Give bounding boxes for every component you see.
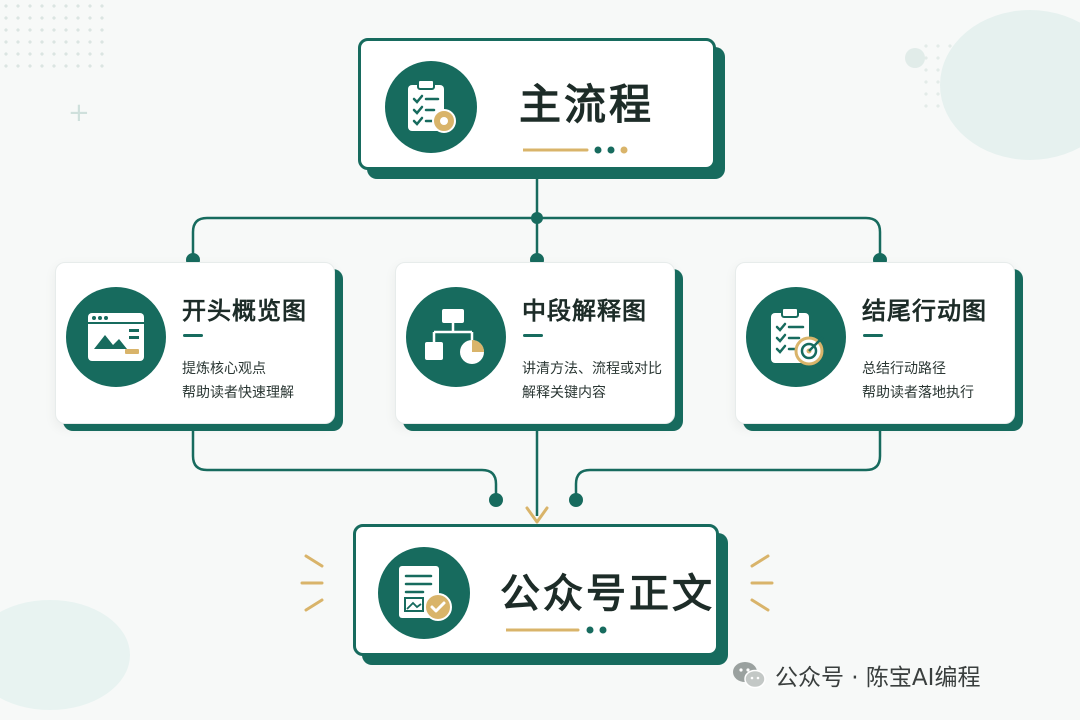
title-underline-decoration (523, 146, 628, 154)
sparkle-right-icon (750, 554, 774, 612)
main-flow-title: 主流程 (519, 80, 655, 129)
image-window-icon (66, 287, 166, 387)
wechat-icon (733, 662, 766, 689)
branch-card-title: 中段解释图 (522, 297, 647, 325)
background-small-dot (905, 48, 925, 68)
branch-card-opening: 开头概览图 提炼核心观点 帮助读者快速理解 (55, 262, 335, 424)
watermark-text: 公众号 · 陈宝AI编程 (775, 665, 981, 691)
merge-arrow-head (525, 506, 549, 524)
background-circle-right (940, 10, 1080, 160)
junction-dot (531, 212, 543, 224)
watermark: 公众号 · 陈宝AI编程 (731, 658, 980, 692)
main-flow-node: 主流程 (358, 38, 716, 170)
sparkle-left-icon (300, 554, 324, 612)
merge-left-line (191, 428, 498, 498)
article-output-title: 公众号正文 (500, 571, 715, 617)
merge-right-line (574, 428, 882, 498)
branch-card-description: 讲清方法、流程或对比 解释关键内容 (522, 361, 662, 401)
background-dot-pattern (0, 0, 110, 70)
branch-card-middle: 中段解释图 讲清方法、流程或对比 解释关键内容 (395, 262, 675, 424)
background-circle-left (0, 600, 130, 710)
branch-card-description: 提炼核心观点 帮助读者快速理解 (182, 361, 294, 401)
merge-dot-right (569, 493, 583, 507)
merge-dot-left (489, 493, 503, 507)
title-dash (183, 334, 203, 337)
clipboard-gear-icon (385, 61, 477, 153)
branch-card-title: 开头概览图 (182, 297, 307, 325)
branch-card-description: 总结行动路径 帮助读者落地执行 (862, 361, 974, 401)
article-output-node: 公众号正文 (353, 524, 719, 656)
title-dash (863, 334, 883, 337)
title-underline-decoration (506, 626, 607, 634)
flowchart-icon (406, 287, 506, 387)
document-check-icon (378, 547, 470, 639)
checklist-target-icon (746, 287, 846, 387)
title-dash (523, 334, 543, 337)
branch-card-title: 结尾行动图 (862, 297, 987, 325)
branch-card-ending: 结尾行动图 总结行动路径 帮助读者落地执行 (735, 262, 1015, 424)
background-plus-icon: + (68, 98, 90, 128)
